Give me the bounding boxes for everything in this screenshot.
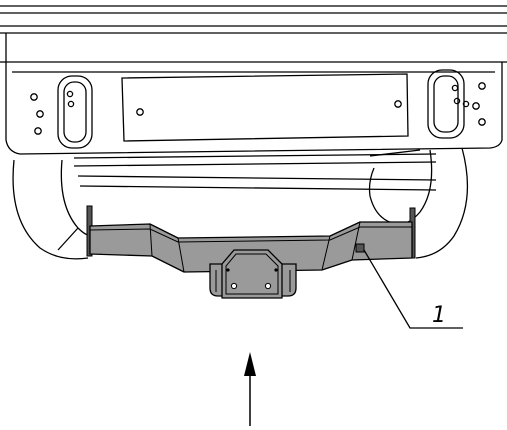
right-mount-bracket <box>427 69 486 139</box>
hitch-receiver <box>209 249 297 299</box>
tow-hitch-bar <box>86 205 416 273</box>
underbody-crossmember <box>73 149 437 191</box>
left-wheel <box>12 159 93 260</box>
left-mount-bracket <box>30 75 93 149</box>
license-plate-recess <box>121 73 409 142</box>
callout-1: 1 <box>363 249 463 329</box>
vehicle-rear-body <box>0 5 507 155</box>
view-direction-arrow <box>244 352 256 426</box>
callout-label: 1 <box>432 303 446 328</box>
callout-leader-line <box>363 249 463 329</box>
